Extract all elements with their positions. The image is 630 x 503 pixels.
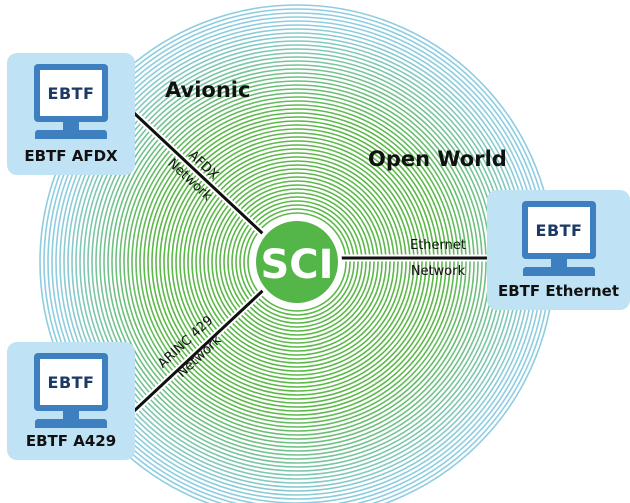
ebtf-ethernet-caption: EBTF Ethernet (497, 282, 620, 300)
ring (183, 148, 411, 376)
ring (219, 184, 375, 340)
monitor-screen-label: EBTF (40, 70, 102, 116)
a429-link (130, 279, 275, 415)
monitor-stand (63, 122, 79, 130)
ring (171, 136, 423, 388)
ethernet-link-label-line2: Network (411, 264, 466, 279)
monitor-stand (63, 411, 79, 419)
ring (167, 132, 427, 392)
concentric-rings (39, 4, 555, 503)
ring (207, 172, 387, 352)
ring (139, 104, 455, 420)
ebtf-a429-caption: EBTF A429 (25, 432, 117, 450)
ring (175, 140, 419, 384)
ring (215, 180, 379, 344)
ebtf-afdx-node: EBTF EBTF AFDX (7, 53, 135, 175)
ring (159, 124, 435, 400)
ring (119, 84, 475, 440)
sci-hub: SCI (252, 217, 342, 307)
ring (191, 156, 403, 368)
ring (239, 204, 355, 320)
monitor-stand (551, 259, 567, 267)
ring (203, 168, 391, 356)
ring (195, 160, 399, 364)
ring (151, 116, 443, 408)
ring (135, 100, 459, 424)
monitor-icon: EBTF (34, 353, 108, 411)
ring (179, 144, 415, 380)
ring (123, 88, 471, 436)
ring (211, 176, 383, 348)
ring (231, 196, 363, 328)
monitor-base (35, 419, 107, 428)
ring (163, 128, 431, 396)
ethernet-link-label: Ethernet Network (410, 238, 466, 279)
ring (223, 188, 371, 336)
ebtf-ethernet-node: EBTF EBTF Ethernet (487, 190, 630, 310)
monitor-base (35, 130, 107, 139)
avionic-zone-title: Avionic (165, 78, 250, 102)
afdx-link (131, 110, 279, 249)
open-world-zone-title: Open World (368, 147, 507, 171)
monitor-base (523, 267, 595, 276)
monitor-screen-label: EBTF (40, 359, 102, 405)
ring (155, 120, 439, 404)
ring (227, 192, 367, 332)
ring (147, 112, 447, 412)
ebtf-a429-node: EBTF EBTF A429 (7, 342, 135, 460)
ring (115, 80, 479, 444)
monitor-icon: EBTF (522, 201, 596, 259)
monitor-icon: EBTF (34, 64, 108, 122)
ring (107, 72, 487, 452)
ring (131, 96, 463, 428)
ring (143, 108, 451, 416)
ring (111, 76, 483, 448)
ring (127, 92, 467, 432)
sci-hub-label: SCI (260, 242, 333, 288)
monitor-screen-label: EBTF (528, 207, 590, 253)
ring (235, 200, 359, 324)
ring (243, 208, 351, 316)
ring (247, 212, 347, 312)
ebtf-afdx-caption: EBTF AFDX (24, 147, 118, 165)
ring (199, 164, 395, 360)
sci-hub-circle (256, 221, 338, 303)
ring (187, 152, 407, 372)
ethernet-link-label-line1: Ethernet (410, 238, 466, 253)
